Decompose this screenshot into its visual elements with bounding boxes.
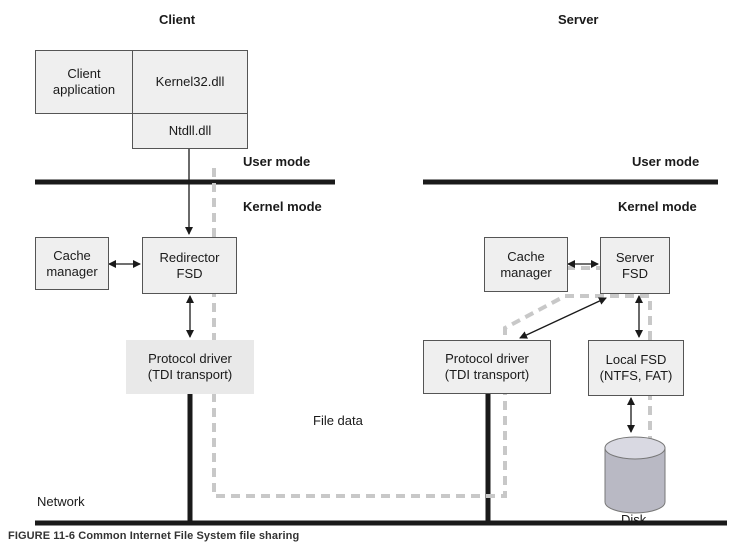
server-protocol-line1: Protocol driver: [445, 351, 529, 366]
client-kernel-mode-label: Kernel mode: [243, 199, 322, 214]
client-app-line2: application: [52, 82, 116, 97]
local-fsd-box: Local FSD(NTFS, FAT): [588, 340, 684, 396]
kernel32-label: Kernel32.dll: [155, 74, 225, 89]
client-app-line1: Client: [67, 66, 101, 81]
client-cache-line1: Cache: [53, 247, 91, 263]
server-protocol-driver-box: Protocol driver(TDI transport): [423, 340, 551, 394]
protocol-serverfsd-arrow: [519, 297, 607, 339]
kernel32-box: Kernel32.dll: [132, 50, 248, 114]
ntdll-label: Ntdll.dll: [168, 123, 212, 138]
client-cache-line2: manager: [46, 263, 98, 279]
server-user-mode-label: User mode: [632, 154, 700, 169]
redirector-line2: FSD: [176, 265, 203, 281]
ntdll-box: Ntdll.dll: [132, 113, 248, 149]
server-cache-line2: manager: [500, 264, 552, 280]
local-fsd-line1: Local FSD: [605, 352, 667, 367]
client-protocol-driver-box: Protocol driver(TDI transport): [126, 340, 254, 394]
disk-label: Disk: [621, 512, 647, 527]
disk-icon: [604, 436, 666, 514]
redirector-line1: Redirector: [159, 249, 220, 265]
figure-caption: FIGURE 11-6 Common Internet File System …: [8, 530, 300, 542]
client-protocol-line1: Protocol driver: [148, 351, 232, 366]
network-label: Network: [37, 494, 85, 509]
client-user-mode-label: User mode: [243, 154, 311, 169]
server-cache-line1: Cache: [507, 248, 545, 264]
local-fsd-line2: (NTFS, FAT): [599, 368, 673, 383]
server-kernel-mode-label: Kernel mode: [618, 199, 697, 214]
file-data-label: File data: [313, 413, 363, 428]
server-heading: Server: [558, 12, 599, 27]
server-fsd-line1: Server: [615, 249, 655, 265]
client-protocol-line2: (TDI transport): [147, 367, 233, 382]
server-fsd-line2: FSD: [621, 265, 648, 281]
client-heading: Client: [159, 12, 196, 27]
file-data-path: [212, 168, 652, 498]
server-protocol-line2: (TDI transport): [444, 367, 530, 382]
